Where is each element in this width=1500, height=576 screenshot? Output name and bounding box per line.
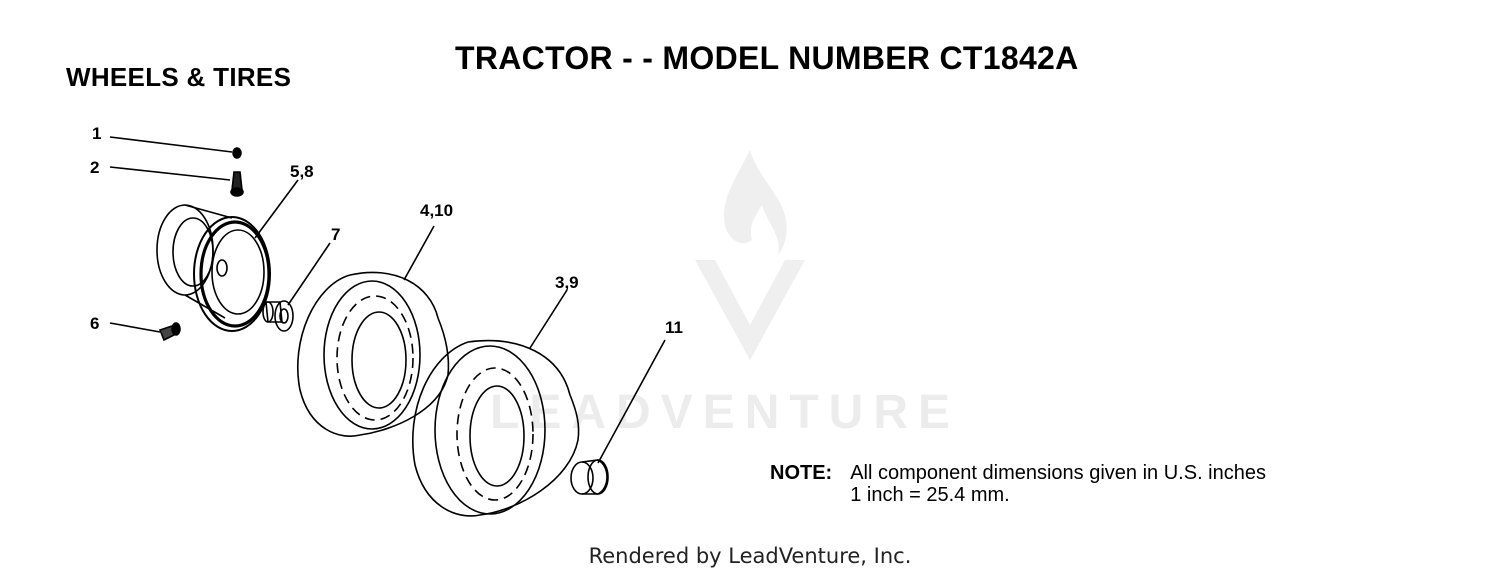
screw-part	[158, 322, 181, 342]
page-title: TRACTOR - - MODEL NUMBER CT1842A	[455, 40, 1079, 76]
front-tire-part	[296, 271, 450, 437]
wheel-rim-part	[156, 204, 271, 332]
callout-2: 2	[90, 158, 99, 177]
bushing-part	[262, 300, 294, 332]
callout-11: 11	[665, 318, 683, 337]
callout-7: 7	[331, 225, 340, 244]
callout-4-10: 4,10	[420, 201, 453, 220]
note-text: All component dimensions given in U.S. i…	[850, 462, 1266, 506]
note-line-1: All component dimensions given in U.S. i…	[850, 462, 1266, 484]
watermark-text: LEADVENTURE	[490, 386, 961, 439]
footer-credit: Rendered by LeadVenture, Inc.	[588, 544, 912, 568]
section-title: WHEELS & TIRES	[66, 62, 292, 92]
note-line-2: 1 inch = 25.4 mm.	[850, 484, 1010, 506]
note-label: NOTE:	[770, 462, 833, 484]
rear-tire-part	[411, 339, 580, 517]
note-block: NOTE: All component dimensions given in …	[770, 462, 1266, 506]
hub-cap-part	[570, 459, 609, 495]
callout-6: 6	[90, 314, 99, 333]
callout-3-9: 3,9	[555, 273, 579, 292]
valve-cap-part	[232, 147, 242, 159]
callout-1: 1	[92, 124, 101, 143]
valve-stem-part	[230, 171, 244, 197]
callout-5-8: 5,8	[290, 162, 314, 181]
